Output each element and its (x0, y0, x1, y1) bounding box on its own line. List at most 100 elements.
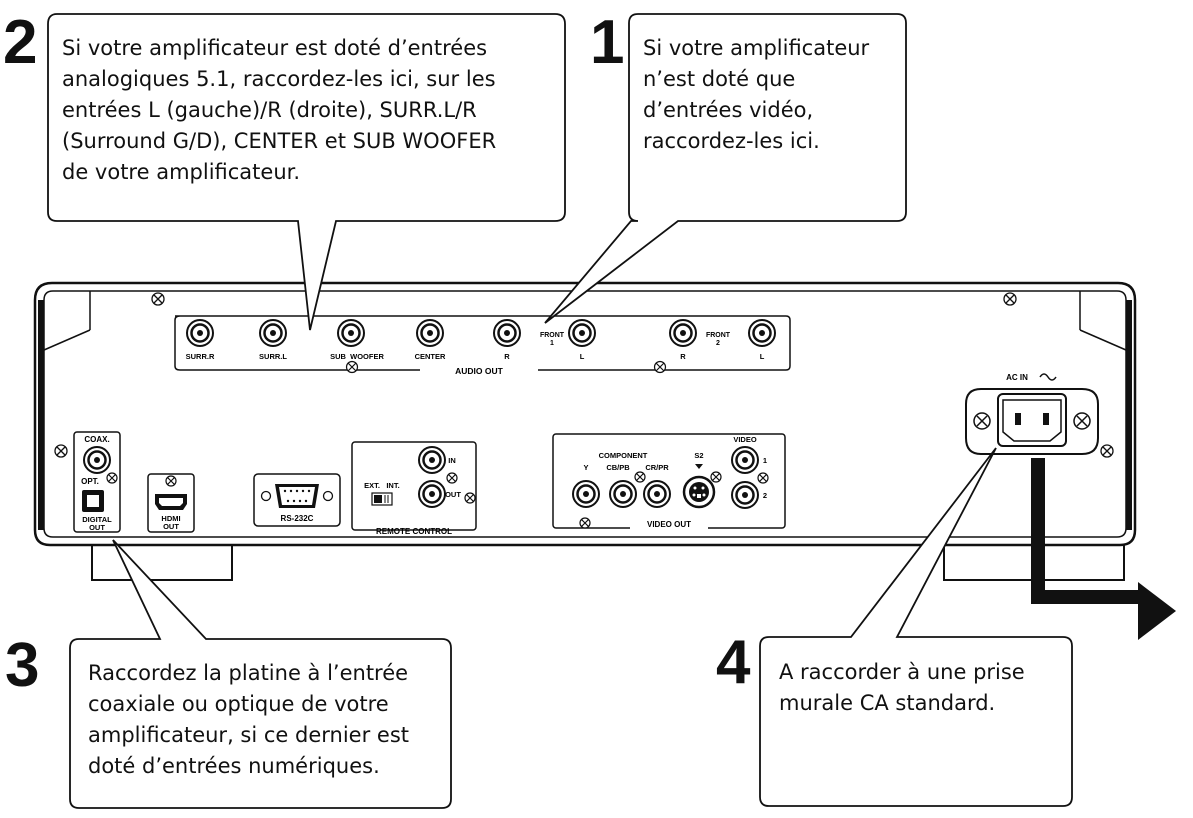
audio-jack-label: WOOFER (350, 352, 384, 361)
audio-jack-label: SURR.R (186, 352, 215, 361)
callout-4-line: A raccorder à une prise (779, 660, 1025, 684)
screw-icon (973, 412, 991, 430)
remote-out-jack (418, 480, 446, 508)
screw-icon (345, 360, 359, 374)
screw-icon (710, 471, 722, 483)
callout-2-bubble (47, 13, 566, 331)
video-2-label: 2 (763, 491, 767, 500)
audio-jack (416, 319, 444, 347)
video-1-jack (731, 446, 759, 474)
video-out-label: VIDEO OUT (647, 520, 691, 529)
callout-2-line: entrées L (gauche)/R (droite), SURR.L/R (62, 98, 477, 122)
screw-icon (1100, 444, 1114, 458)
screw-icon (464, 492, 476, 504)
remote-control-panel: EXT. INT. IN OUT REMOTE CONTROL (351, 441, 477, 536)
screws (54, 292, 1114, 458)
audio-jack-label: CENTER (415, 352, 446, 361)
component-cr-jack (643, 480, 671, 508)
optical-jack (82, 490, 104, 512)
rs232c-label: RS-232C (281, 514, 314, 523)
video-label: VIDEO (733, 435, 757, 444)
component-cr-label: CR/PR (645, 463, 669, 472)
audio-jack (493, 319, 521, 347)
digital-label: DIGITAL (82, 515, 112, 524)
callout-4-bubble (759, 447, 1073, 807)
audio-jack-label: R (680, 352, 686, 361)
ext-int-switch (371, 492, 393, 506)
audio-jack-label: L (760, 352, 765, 361)
audio-jack (669, 319, 697, 347)
callout-4-line: murale CA standard. (779, 691, 996, 715)
callout-3-line: doté d’entrées numériques. (88, 754, 380, 778)
remote-in-label: IN (448, 456, 456, 465)
ext-label: EXT. (364, 481, 380, 490)
callout-2-line: de votre amplificateur. (62, 160, 301, 184)
callout-3-line: Raccordez la platine à l’entrée (88, 661, 409, 685)
hdmi-label: HDMI (161, 514, 180, 523)
int-label: INT. (386, 481, 399, 490)
callout-2-text: Si votre amplificateur est doté d’entrée… (62, 33, 557, 188)
screw-icon (1003, 292, 1017, 306)
component-y-jack (572, 480, 600, 508)
screw-icon (446, 472, 458, 484)
rs232c-panel: RS-232C (253, 473, 341, 527)
callout-1-line: Si votre amplificateur (643, 36, 870, 60)
ac-symbol-icon (1039, 373, 1057, 381)
remote-out-label: OUT (445, 490, 461, 499)
hdmi-port (155, 494, 187, 510)
hdmi-out-panel: HDMI OUT (147, 473, 195, 533)
hdmi-out-label: OUT (163, 522, 179, 531)
callout-1-text: Si votre amplificateur n’est doté que d’… (643, 33, 903, 157)
audio-jack-label: SUB (330, 352, 346, 361)
callout-1-line: raccordez-les ici. (643, 129, 820, 153)
ac-in-panel: AC IN (965, 373, 1099, 455)
video-2-jack (731, 481, 759, 509)
audio-jack (748, 319, 776, 347)
screw-icon (634, 471, 646, 483)
callout-3-line: coaxiale ou optique de votre (88, 692, 389, 716)
screw-icon (151, 292, 165, 306)
callout-2-line: Si votre amplificateur est doté d’entrée… (62, 36, 488, 60)
screw-icon (653, 360, 667, 374)
screw-icon (106, 472, 118, 484)
audio-jack-label: L (580, 352, 585, 361)
front2-label: FRONT (706, 332, 731, 339)
coax-jack (83, 446, 111, 474)
power-cord (1031, 458, 1176, 640)
opt-label: OPT. (81, 477, 99, 486)
front1-label: FRONT (540, 332, 565, 339)
screw-icon (579, 517, 591, 529)
callout-1-number: 1 (590, 8, 625, 77)
s2-label: S2 (694, 451, 703, 460)
callout-2-line: (Surround G/D), CENTER et SUB WOOFER (62, 129, 497, 153)
screw-icon (757, 472, 769, 484)
callout-4-text: A raccorder à une prise murale CA standa… (779, 657, 1069, 719)
component-label: COMPONENT (599, 451, 648, 460)
audio-jack (186, 319, 214, 347)
callout-3-line: amplificateur, si ce dernier est (88, 723, 409, 747)
digital-out-label: OUT (89, 523, 105, 532)
digital-out-panel: COAX. OPT. DIGITAL OUT (73, 431, 121, 533)
component-cb-jack (609, 480, 637, 508)
front2-number: 2 (716, 340, 720, 347)
video-out-panel: COMPONENT Y CB/PB CR/PR S2 VIDEO 1 2 VID… (552, 433, 786, 530)
audio-jack (337, 319, 365, 347)
remote-in-jack (418, 446, 446, 474)
remote-control-label: REMOTE CONTROL (376, 527, 452, 536)
component-y-label: Y (583, 463, 588, 472)
audio-jack (568, 319, 596, 347)
coax-label: COAX. (84, 435, 109, 444)
callout-3-text: Raccordez la platine à l’entrée coaxiale… (88, 658, 448, 782)
callout-3-number: 3 (5, 631, 40, 700)
audio-jack-label: R (504, 352, 510, 361)
screw-icon (165, 475, 177, 487)
audio-jack (259, 319, 287, 347)
callout-2-number: 2 (3, 8, 38, 77)
callout-1-line: n’est doté que (643, 67, 796, 91)
component-cb-label: CB/PB (606, 463, 630, 472)
callout-2-line: analogiques 5.1, raccordez-les ici, sur … (62, 67, 496, 91)
video-1-label: 1 (763, 456, 767, 465)
rs232c-port (260, 484, 334, 508)
